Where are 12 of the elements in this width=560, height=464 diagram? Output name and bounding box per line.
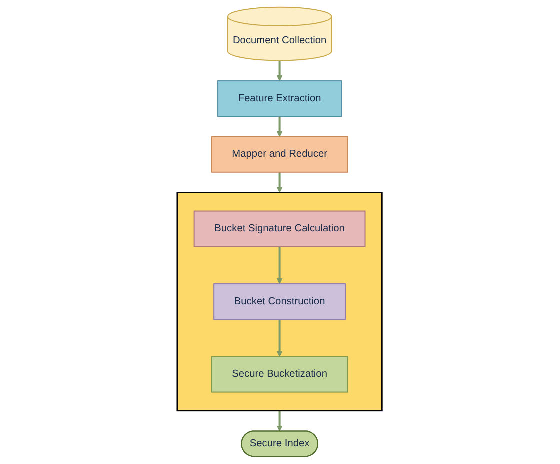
node-box: Feature Extraction <box>218 80 342 118</box>
node-box: Bucket Signature Calculation <box>194 210 366 248</box>
arrow <box>277 172 283 193</box>
node-box: Bucket Construction <box>214 284 346 320</box>
arrow <box>277 320 283 358</box>
arrow <box>277 116 283 138</box>
node-box: Secure Bucketization <box>212 356 348 393</box>
cluster <box>176 192 384 412</box>
arrow <box>277 410 283 432</box>
arrow <box>277 60 283 82</box>
node-box: Mapper and Reducer <box>212 136 348 173</box>
arrow <box>277 246 283 284</box>
